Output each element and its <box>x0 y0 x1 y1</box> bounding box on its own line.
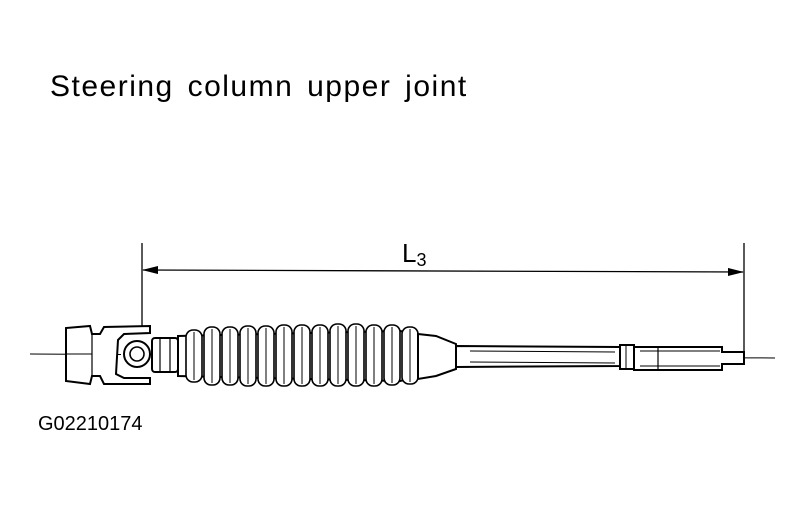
figure-id: G02210174 <box>38 413 143 435</box>
boot-collar <box>151 337 179 373</box>
universal-joint-yoke <box>65 324 151 386</box>
cross-pin-inner <box>129 346 145 362</box>
splined-end <box>633 346 745 371</box>
shaft <box>455 344 621 369</box>
dimension-letter: L <box>402 238 417 268</box>
diagram-title: Steering column upper joint <box>50 70 468 103</box>
dimension-label-l3: L3 <box>402 238 427 270</box>
boot-taper <box>417 332 457 381</box>
dimension-line <box>142 266 744 276</box>
bellows-rib-centers <box>193 326 411 384</box>
shaft-collar <box>619 344 635 370</box>
dimension-subscript: 3 <box>416 250 427 270</box>
